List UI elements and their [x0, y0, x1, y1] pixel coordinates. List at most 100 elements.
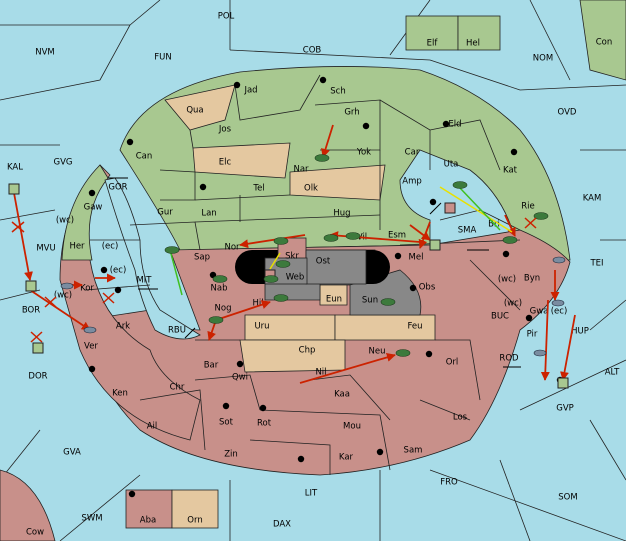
territory-qua[interactable] — [164, 84, 236, 131]
territory-label: Kaa — [334, 390, 350, 400]
territory-ost-inner — [305, 249, 367, 285]
territory-label: Nil — [315, 368, 326, 378]
territory-label: Feu — [407, 322, 422, 332]
territory-label: Tel — [252, 184, 264, 194]
sea-label: BOR — [22, 306, 40, 316]
sea-label: DAX — [273, 520, 291, 530]
fleet-unit — [275, 260, 291, 268]
territory-label: Ken — [112, 389, 128, 399]
supply-center-dot — [376, 448, 384, 456]
territory-label: Gaw — [84, 203, 103, 213]
support-orders — [269, 186, 513, 270]
sea-label: Cow — [26, 528, 44, 538]
territory-label: Ver — [84, 342, 98, 352]
territory-label: Yok — [356, 148, 371, 158]
territory-label: Obs — [419, 283, 436, 293]
sea-label: RBU — [168, 326, 186, 336]
territory-label: Jos — [218, 125, 232, 135]
territory-label: Gur — [157, 208, 173, 218]
territory-elc[interactable] — [192, 142, 291, 179]
units — [8, 154, 569, 389]
supply-center-dot — [88, 365, 96, 373]
fleet-unit — [552, 256, 566, 264]
territory-label: Esm — [388, 231, 406, 241]
sea-label: POL — [218, 12, 235, 22]
supply-centers — [88, 76, 564, 498]
territory-chp[interactable] — [239, 339, 346, 373]
supply-center-dot — [394, 252, 402, 260]
sea-label: TEI — [589, 259, 603, 269]
supply-center-dot — [442, 120, 450, 128]
sea-label: SWM — [81, 514, 102, 524]
sea-label: GOR — [108, 183, 127, 193]
territory-con[interactable] — [579, 0, 626, 81]
army-unit — [557, 377, 569, 389]
sea-label: FRO — [440, 478, 458, 488]
fleet-unit — [533, 349, 547, 357]
territory-label: Mel — [409, 253, 424, 263]
territory-elf[interactable] — [405, 15, 459, 51]
sea-label: FUN — [154, 53, 171, 63]
territory-label: Gwa — [530, 307, 549, 317]
territory-label: Sam — [404, 446, 423, 456]
fleet-unit — [273, 237, 289, 245]
territory-label: Hug — [333, 209, 350, 219]
territory-label: Kar — [339, 453, 354, 463]
territory-label: Bar — [204, 361, 219, 371]
coast-label: (ec) — [551, 307, 568, 317]
supply-center-dot — [259, 404, 267, 412]
sea-label: KAM — [583, 194, 602, 204]
territory-labels: Elf Hel Jad Sch Qua Jos Grh Eld Can Elc … — [69, 39, 588, 526]
territory-label: Can — [136, 152, 153, 162]
territory-label: Ark — [116, 322, 130, 332]
sea-label: BUC — [491, 312, 509, 322]
supply-center-dot — [199, 183, 207, 191]
territory-label: Hil — [252, 299, 263, 309]
fleet-unit — [273, 294, 289, 302]
sea-label: NOM — [533, 54, 553, 64]
sea-label: DOR — [28, 372, 47, 382]
territory-label: GVP — [556, 404, 574, 414]
coast-label: (wc) — [56, 216, 74, 226]
territory-label: Orn — [187, 516, 202, 526]
territory-label: Rie — [521, 202, 535, 212]
territory-label: Web — [286, 273, 305, 283]
supply-center-dot — [429, 198, 437, 206]
sea-label: SMA — [458, 226, 477, 236]
failed-marks — [11, 217, 537, 343]
supply-center-dot — [525, 314, 533, 322]
coast-tags: (wc) (ec) (ec) (wc) (wc) (ec) (wc) — [54, 216, 567, 317]
army-unit — [25, 280, 37, 292]
territory-label: Hel — [466, 39, 480, 49]
fleet-unit — [533, 212, 549, 220]
coast-label: (wc) — [498, 275, 516, 285]
territory-orn[interactable] — [171, 489, 219, 529]
territory-label: Amp — [402, 177, 422, 187]
sea-label: OVD — [558, 108, 577, 118]
supply-center-dot — [222, 402, 230, 410]
supply-center-dot — [510, 148, 518, 156]
convoy-orders — [169, 187, 501, 296]
supply-center-dot — [425, 350, 433, 358]
territory-label: Lan — [201, 209, 216, 219]
territory-label: Nog — [215, 304, 232, 314]
territory-hel[interactable] — [457, 15, 501, 51]
supply-center-dot — [409, 284, 417, 292]
army-unit — [8, 183, 20, 195]
supply-center-dot — [233, 81, 241, 89]
territory-label: Mou — [343, 422, 361, 432]
fleet-unit — [60, 282, 74, 290]
territory-label: Elf — [427, 39, 439, 49]
sea-label: COB — [303, 46, 322, 56]
territory-label: Ost — [316, 257, 331, 267]
territory-label: Sot — [219, 418, 234, 428]
supply-center-dot — [128, 490, 136, 498]
supply-center-dot — [114, 286, 122, 294]
territory-label: Eun — [326, 295, 342, 305]
fleet-unit — [212, 275, 228, 283]
supply-center-dot — [362, 122, 370, 130]
fleet-unit — [380, 298, 396, 306]
territory-label: Ail — [147, 422, 158, 432]
coast-label: (wc) — [54, 291, 72, 301]
